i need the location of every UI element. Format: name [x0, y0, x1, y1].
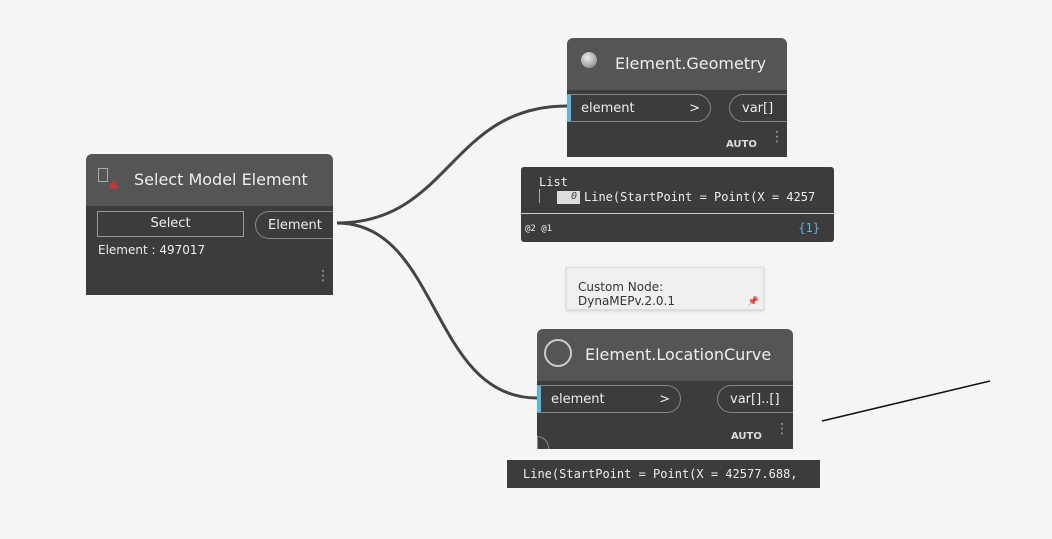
node-title: Select Model Element — [134, 170, 308, 189]
output-preview: Line(StartPoint = Point(X = 42577.688, — [507, 460, 820, 488]
custom-node-tooltip: Custom Node: DynaMEPv.2.0.1 📌 — [566, 267, 764, 310]
wire-to-geometry[interactable] — [336, 104, 568, 225]
geometry-icon — [581, 52, 597, 68]
preview-text: Line(StartPoint = Point(X = 42577.688, — [523, 467, 798, 481]
geometry-preview-line — [821, 380, 991, 422]
element-value: Element : 497017 — [98, 243, 206, 257]
more-icon[interactable]: ⋮ — [316, 268, 330, 284]
select-element-icon — [98, 168, 108, 182]
list-levels[interactable]: @2 @1 — [525, 224, 553, 234]
lacing-label[interactable]: AUTO — [731, 431, 762, 442]
pin-icon[interactable]: 📌 — [747, 297, 759, 307]
list-count: {1} — [798, 221, 820, 235]
tooltip-text: Custom Node: DynaMEPv.2.0.1 — [578, 280, 675, 308]
wire-to-locationcurve[interactable] — [336, 221, 538, 400]
input-port-element[interactable]: element > — [567, 94, 711, 122]
revit-element-icon — [544, 339, 572, 367]
element-geometry-node[interactable]: Element.Geometry element > var[] AUTO ⋮ — [567, 38, 787, 157]
port-label: element — [551, 392, 605, 407]
lacing-label[interactable]: AUTO — [726, 139, 757, 150]
select-button[interactable]: Select — [97, 211, 244, 237]
output-port-var[interactable]: var[] — [729, 94, 787, 122]
chevron-right-icon: > — [689, 101, 700, 116]
select-model-element-node[interactable]: ▲ Select Model Element Select Element Ele… — [86, 154, 333, 295]
watch-preview: List 0 Line(StartPoint = Point(X = 4257 … — [521, 167, 834, 242]
node-title: Element.LocationCurve — [585, 345, 772, 364]
element-locationcurve-node[interactable]: Element.LocationCurve element > var[]..[]… — [537, 329, 793, 449]
list-index: 0 — [557, 191, 580, 204]
more-icon[interactable]: ⋮ — [775, 421, 789, 437]
output-port-element[interactable]: Element — [255, 211, 333, 239]
input-port-element[interactable]: element > — [537, 385, 681, 413]
output-port-var[interactable]: var[]..[] — [717, 385, 793, 413]
list-header: List — [539, 175, 568, 189]
list-item: Line(StartPoint = Point(X = 4257 — [584, 190, 816, 204]
port-label: element — [581, 101, 635, 116]
cursor-icon: ▲ — [109, 176, 119, 190]
more-icon[interactable]: ⋮ — [770, 129, 784, 145]
chevron-right-icon: > — [659, 392, 670, 407]
node-title: Element.Geometry — [615, 54, 767, 73]
